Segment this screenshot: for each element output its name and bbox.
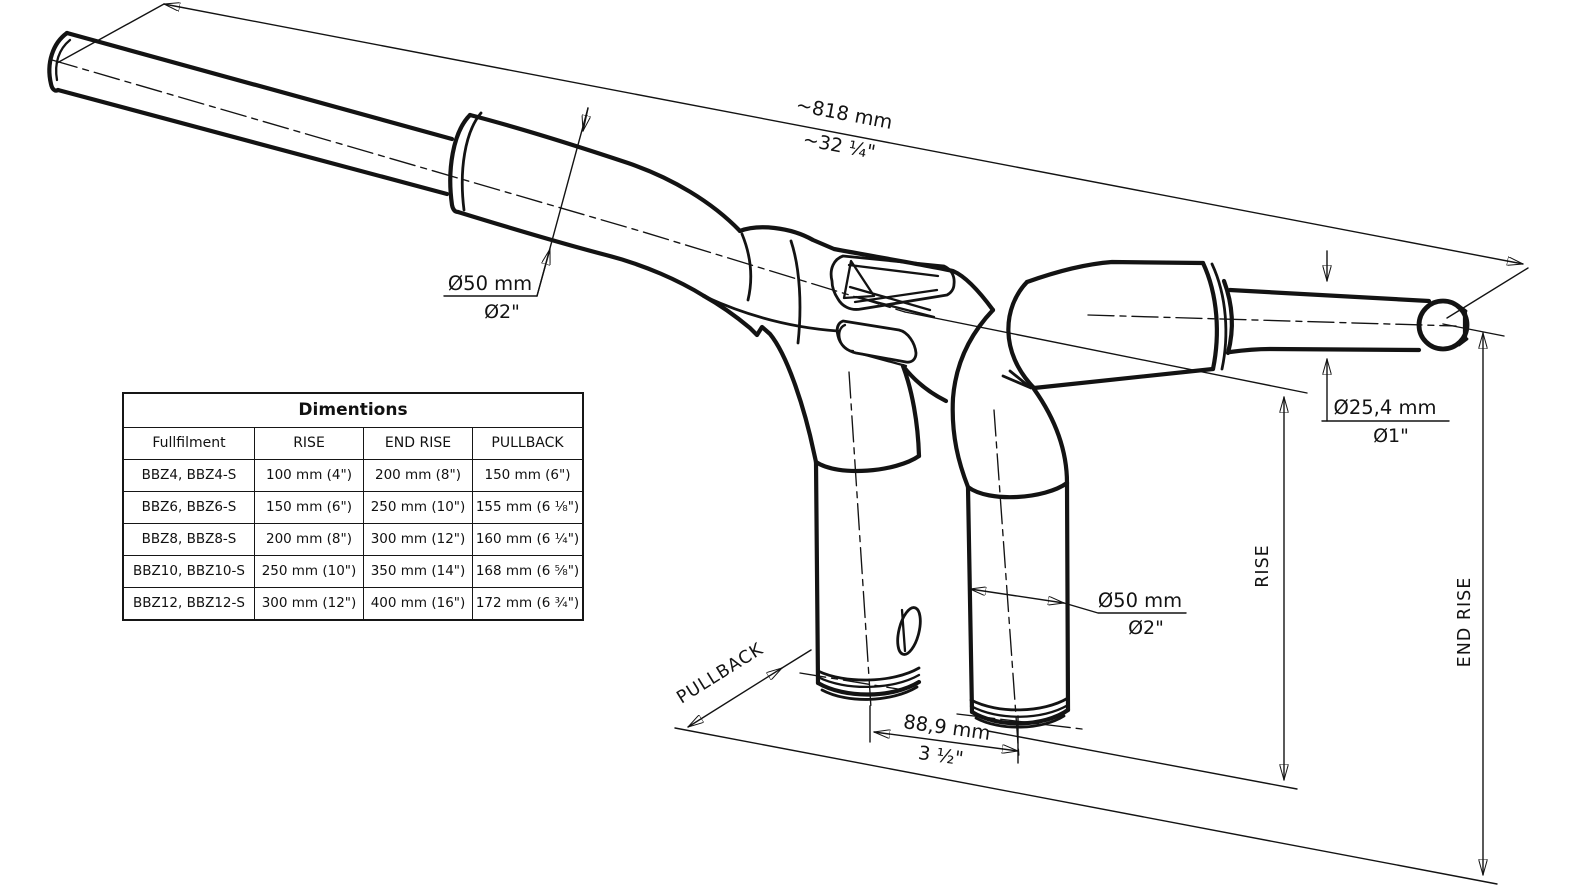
grip-diameter-mm-label: Ø25,4 mm: [1334, 396, 1437, 419]
table-cell: BBZ8, BBZ8-S: [124, 524, 254, 556]
table-cell: 250 mm (10"): [363, 492, 472, 524]
clamp-diameter-inch-label: Ø2": [484, 301, 520, 323]
table-cell: 160 mm (6 ¼"): [472, 524, 582, 556]
table-cell: 350 mm (14"): [363, 556, 472, 588]
table-header-row: Fullfilment RISE END RISE PULLBACK: [124, 428, 582, 460]
table-cell: 150 mm (6"): [254, 492, 363, 524]
table-cell: 300 mm (12"): [254, 588, 363, 619]
table-cell: 172 mm (6 ¾"): [472, 588, 582, 619]
table-cell: 300 mm (12"): [363, 524, 472, 556]
table-row: BBZ6, BBZ6-S 150 mm (6") 250 mm (10") 15…: [124, 492, 582, 524]
table-cell: BBZ12, BBZ12-S: [133, 595, 245, 611]
table-row: BBZ10, BBZ10-S 250 mm (10") 350 mm (14")…: [124, 556, 582, 588]
rise-axis-label: RISE: [1253, 544, 1273, 588]
table-title: Dimentions: [124, 394, 582, 428]
table-row: BBZ12, BBZ12-S 300 mm (12") 400 mm (16")…: [124, 588, 582, 619]
center-lines: [51, 59, 1457, 759]
table-cell: BBZ4, BBZ4-S: [124, 460, 254, 492]
table-cell: BBZ10, BBZ10-S: [124, 556, 254, 588]
column-header-pullback: PULLBACK: [472, 428, 582, 460]
riser-spacing-inch-label: 3 ½": [917, 742, 965, 770]
table-row: BBZ8, BBZ8-S 200 mm (8") 300 mm (12") 16…: [124, 524, 582, 556]
table-cell: 168 mm (6 ⅝"): [472, 556, 582, 588]
table-cell: 250 mm (10"): [254, 556, 363, 588]
riser-diameter-inch-label: Ø2": [1128, 617, 1164, 639]
table-row: BBZ4, BBZ4-S 100 mm (4") 200 mm (8") 150…: [124, 460, 582, 492]
clamp-diameter-mm-label: Ø50 mm: [448, 272, 532, 295]
table-cell: 150 mm (6"): [472, 460, 582, 492]
table-cell: BBZ6, BBZ6-S: [124, 492, 254, 524]
table-cell: 100 mm (4"): [254, 460, 363, 492]
column-header-fullfilment: Fullfilment: [124, 428, 254, 460]
table-cell: 400 mm (16"): [363, 588, 472, 619]
column-header-rise: RISE: [254, 428, 363, 460]
column-header-end-rise: END RISE: [363, 428, 472, 460]
table-cell: 200 mm (8"): [254, 524, 363, 556]
pullback-axis-label: PULLBACK: [673, 639, 767, 708]
table-cell: 200 mm (8"): [363, 460, 472, 492]
handlebar-outline: [47, 30, 1470, 729]
table-cell: 155 mm (6 ⅛"): [472, 492, 582, 524]
grip-diameter-inch-label: Ø1": [1373, 425, 1409, 447]
dimension-labels: ~818 mm ~32 ¼" Ø50 mm Ø2" Ø25,4 mm Ø1" Ø…: [448, 93, 1475, 770]
dimension-lines: [56, 4, 1529, 885]
dimensions-table: Dimentions Fullfilment RISE END RISE PUL…: [122, 392, 584, 621]
end-rise-axis-label: END RISE: [1455, 577, 1475, 668]
riser-diameter-mm-label: Ø50 mm: [1098, 589, 1182, 612]
